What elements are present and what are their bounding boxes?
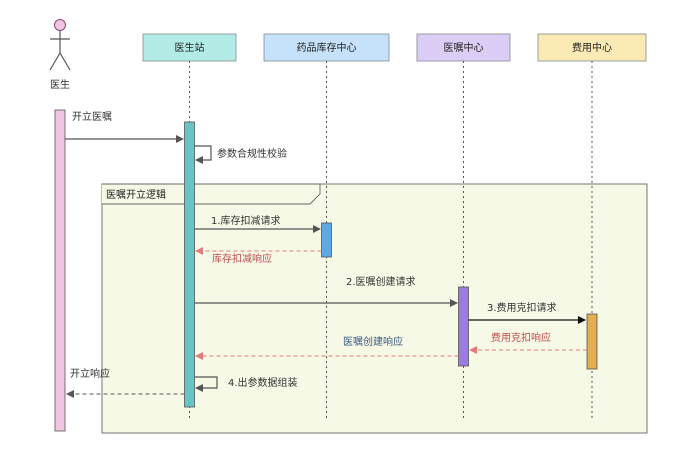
actor-label: 医生 <box>50 78 70 91</box>
participant-label: 药品库存中心 <box>297 41 357 54</box>
svg-text:库存扣减响应: 库存扣减响应 <box>212 252 272 265</box>
participant-label: 医嘱中心 <box>444 41 484 54</box>
message-open-order: 开立医嘱 <box>65 110 184 143</box>
message-stock-deduct-response: 库存扣减响应 <box>195 247 322 265</box>
group-title: 医嘱开立逻辑 <box>106 188 166 201</box>
svg-text:2.医嘱创建请求: 2.医嘱创建请求 <box>346 275 416 288</box>
participant-header-doctor-station: 医生站 <box>142 33 237 62</box>
svg-text:1.库存扣减请求: 1.库存扣减请求 <box>211 214 281 227</box>
activation-bar-drug-stock <box>321 222 332 258</box>
group-fragment: 医嘱开立逻辑 <box>101 183 648 434</box>
message-open-response: 开立响应 <box>66 367 185 398</box>
message-output-assembly: 4.出参数据组装 <box>194 376 298 392</box>
svg-text:费用克扣响应: 费用克扣响应 <box>491 331 551 344</box>
message-param-validation: 参数合规性校验 <box>194 145 287 164</box>
participant-header-order-center: 医嘱中心 <box>416 33 511 62</box>
activation-bar-order-center <box>458 286 469 367</box>
message-order-create-request: 2.医嘱创建请求 <box>194 275 458 307</box>
participant-header-fee-center: 费用中心 <box>537 33 647 62</box>
message-fee-deduct-response: 费用克扣响应 <box>469 331 587 354</box>
message-stock-deduct-request: 1.库存扣减请求 <box>194 214 321 233</box>
svg-text:医嘱创建响应: 医嘱创建响应 <box>343 335 403 348</box>
svg-text:4.出参数据组装: 4.出参数据组装 <box>228 376 298 389</box>
activation-bar-doctor-station <box>184 121 195 408</box>
message-fee-deduct-request: 3.费用克扣请求 <box>468 301 586 324</box>
participant-label: 医生站 <box>175 41 205 54</box>
participant-header-drug-stock: 药品库存中心 <box>263 33 390 62</box>
doctor-actor-icon <box>49 19 71 71</box>
message-order-create-response: 医嘱创建响应 <box>195 335 459 360</box>
svg-text:开立响应: 开立响应 <box>70 367 110 380</box>
svg-text:开立医嘱: 开立医嘱 <box>72 110 112 123</box>
svg-text:3.费用克扣请求: 3.费用克扣请求 <box>487 301 557 314</box>
participant-label: 费用中心 <box>572 41 612 54</box>
svg-text:参数合规性校验: 参数合规性校验 <box>217 147 287 160</box>
activation-bar-actor <box>54 109 66 432</box>
activation-bar-fee-center <box>586 313 598 370</box>
